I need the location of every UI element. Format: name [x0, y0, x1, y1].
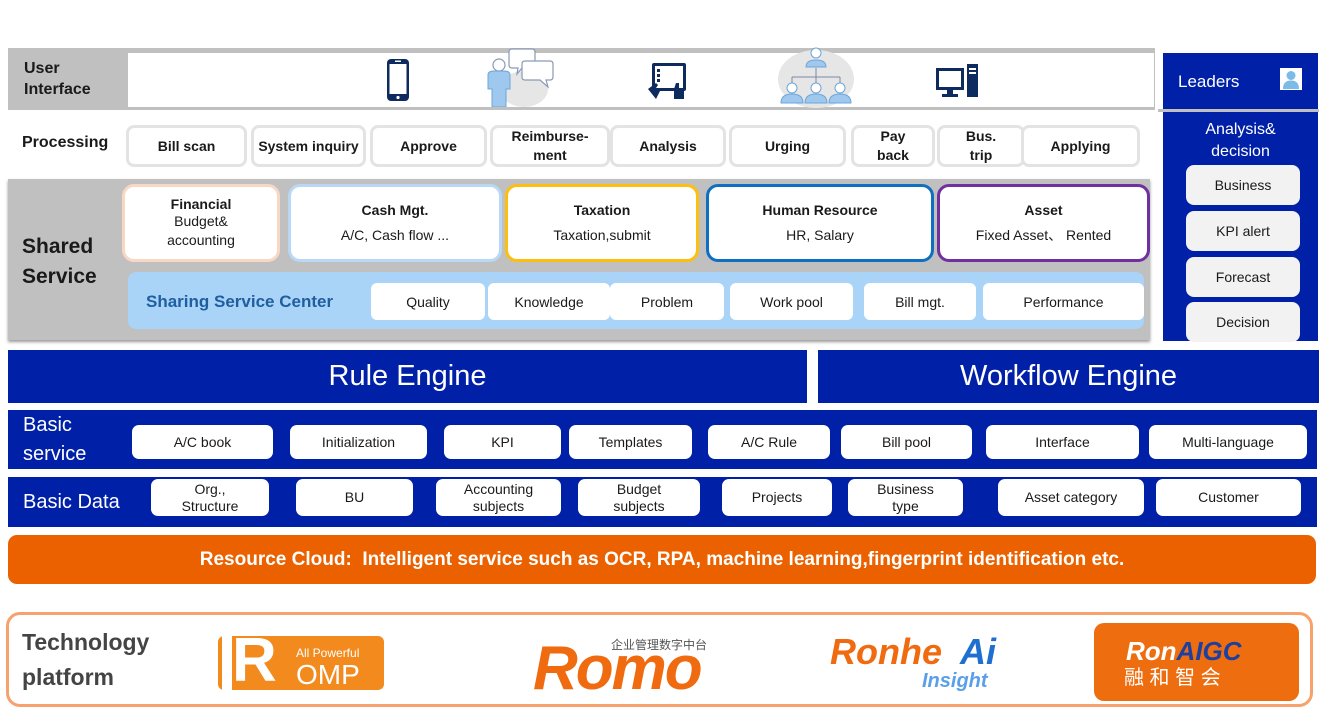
- decision-item-decision[interactable]: Decision: [1186, 302, 1300, 342]
- basic-data-item-business-type[interactable]: Business type: [848, 479, 963, 516]
- ssc-item-work-pool[interactable]: Work pool: [730, 283, 853, 320]
- romo-logo-text: Romo: [533, 634, 703, 703]
- service-card-cash-mgt[interactable]: Cash Mgt. A/C, Cash flow ...: [288, 184, 502, 262]
- romp-logo-bg: [218, 636, 384, 690]
- leaders-divider: [1158, 109, 1319, 112]
- basic-data-item-accounting-subjects[interactable]: Accounting subjects: [436, 479, 561, 516]
- user-icon: [1280, 68, 1302, 90]
- basic-data-item-projects[interactable]: Projects: [722, 479, 832, 516]
- basic-service-item-templates[interactable]: Templates: [569, 425, 692, 459]
- processing-item-pay-back[interactable]: Pay back: [851, 125, 935, 167]
- analysis-decision-label: Analysis& decision: [1163, 119, 1318, 163]
- service-card-title: Cash Mgt.: [361, 201, 429, 218]
- org-chart-icon: [778, 47, 854, 108]
- service-card-human-resource[interactable]: Human Resource HR, Salary: [706, 184, 934, 262]
- person-chat-icon: [487, 48, 554, 107]
- decision-item-business[interactable]: Business: [1186, 165, 1300, 205]
- ronaigc-logo: RonAIGC 融 和 智 会: [1094, 623, 1299, 701]
- ronaigc-logo-tagline: 融 和 智 会: [1124, 667, 1221, 689]
- mobile-phone-icon: [387, 59, 409, 101]
- ronheai-logo-ronhe: Ronhe: [830, 631, 942, 672]
- basic-data-item-asset-category[interactable]: Asset category: [998, 479, 1144, 516]
- decision-item-forecast[interactable]: Forecast: [1186, 257, 1300, 297]
- romp-logo-omp: OMP: [296, 659, 360, 690]
- processing-item-urging[interactable]: Urging: [729, 125, 846, 167]
- service-card-title: Financial: [170, 196, 232, 212]
- romp-logo: R All Powerful OMP: [218, 630, 384, 692]
- basic-service-item-kpi[interactable]: KPI: [444, 425, 561, 459]
- resource-cloud-banner: Resource Cloud: Intelligent service such…: [8, 535, 1316, 584]
- service-card-subtitle: A/C, Cash flow ...: [340, 226, 450, 243]
- ssc-item-performance[interactable]: Performance: [983, 283, 1144, 320]
- basic-service-item-interface[interactable]: Interface: [986, 425, 1139, 459]
- basic-service-item-bill-pool[interactable]: Bill pool: [841, 425, 972, 459]
- basic-data-item-customer[interactable]: Customer: [1156, 479, 1301, 516]
- processing-item-bus-trip[interactable]: Bus. trip: [937, 125, 1025, 167]
- basic-data-item-org-structure[interactable]: Org., Structure: [151, 479, 269, 516]
- technology-platform-label: Technology platform: [22, 629, 150, 690]
- romp-logo-bar: [222, 636, 232, 690]
- processing-label: Processing: [22, 134, 109, 151]
- service-card-asset[interactable]: Asset Fixed Asset、 Rented: [937, 184, 1150, 262]
- service-card-taxation[interactable]: Taxation Taxation,submit: [505, 184, 699, 262]
- romp-logo-tagline: All Powerful: [296, 646, 360, 660]
- romo-logo-tagline: 企业管理数字中台: [611, 638, 708, 652]
- ronaigc-logo-aigc: AIGC: [1176, 636, 1242, 666]
- analysis-decision-text: Analysis& decision: [1205, 121, 1276, 160]
- basic-service-item-ac-rule[interactable]: A/C Rule: [708, 425, 830, 459]
- shared-service-label: Shared Service: [22, 235, 97, 288]
- user-interface-label: User Interface: [8, 48, 128, 110]
- basic-data-item-bu[interactable]: BU: [296, 479, 413, 516]
- service-card-subtitle: Budget& accounting: [167, 213, 235, 248]
- desktop-computer-icon: [936, 64, 978, 97]
- service-card-subtitle: HR, Salary: [786, 226, 854, 243]
- service-card-title: Taxation: [573, 201, 631, 218]
- basic-data-label: Basic Data: [23, 491, 120, 513]
- basic-service-label: Basic service: [23, 414, 87, 465]
- ronheai-logo-ai: Ai: [960, 631, 996, 672]
- service-card-title: Asset: [1024, 201, 1063, 218]
- basic-service-item-multi-language[interactable]: Multi-language: [1149, 425, 1307, 459]
- romp-logo-r: R: [232, 626, 277, 695]
- ssc-item-knowledge[interactable]: Knowledge: [488, 283, 610, 320]
- resource-cloud-text: Resource Cloud: Intelligent service such…: [199, 548, 1125, 570]
- service-card-subtitle: Taxation,submit: [553, 226, 651, 243]
- ssc-item-problem[interactable]: Problem: [610, 283, 724, 320]
- user-interface-channels: [128, 47, 1154, 108]
- basic-data-item-budget-subjects[interactable]: Budget subjects: [578, 479, 700, 516]
- processing-item-system-inquiry[interactable]: System inquiry: [251, 125, 366, 167]
- workflow-engine[interactable]: Workflow Engine: [818, 350, 1319, 403]
- processing-item-analysis[interactable]: Analysis: [610, 125, 726, 167]
- ronaigc-logo-title: RonAIGC: [1126, 637, 1242, 665]
- leaders-label: Leaders: [1178, 72, 1240, 91]
- processing-item-approve[interactable]: Approve: [370, 125, 487, 167]
- sharing-service-center-label: Sharing Service Center: [146, 292, 334, 311]
- service-card-title: Human Resource: [762, 201, 878, 218]
- romo-logo: 企业管理数字中台 Romo: [533, 634, 733, 703]
- processing-item-applying[interactable]: Applying: [1021, 125, 1140, 167]
- decision-item-kpi-alert[interactable]: KPI alert: [1186, 211, 1300, 251]
- basic-service-item-ac-book[interactable]: A/C book: [132, 425, 273, 459]
- service-card-financial[interactable]: Financial Budget& accounting: [122, 184, 280, 262]
- basic-service-item-initialization[interactable]: Initialization: [290, 425, 427, 459]
- rule-engine[interactable]: Rule Engine: [8, 350, 807, 403]
- tablet-touch-icon: [648, 63, 686, 99]
- ssc-item-quality[interactable]: Quality: [371, 283, 485, 320]
- service-card-subtitle: Fixed Asset、 Rented: [975, 226, 1112, 243]
- ronheai-logo-insight: Insight: [922, 670, 988, 692]
- processing-item-bill-scan[interactable]: Bill scan: [126, 125, 247, 167]
- processing-item-reimbursement[interactable]: Reimburse-ment: [490, 125, 610, 167]
- ssc-item-bill-mgt[interactable]: Bill mgt.: [864, 283, 976, 320]
- ronheai-logo: Ronhe Ai Insight: [830, 630, 1020, 694]
- ronaigc-logo-ron: Ron: [1126, 636, 1177, 666]
